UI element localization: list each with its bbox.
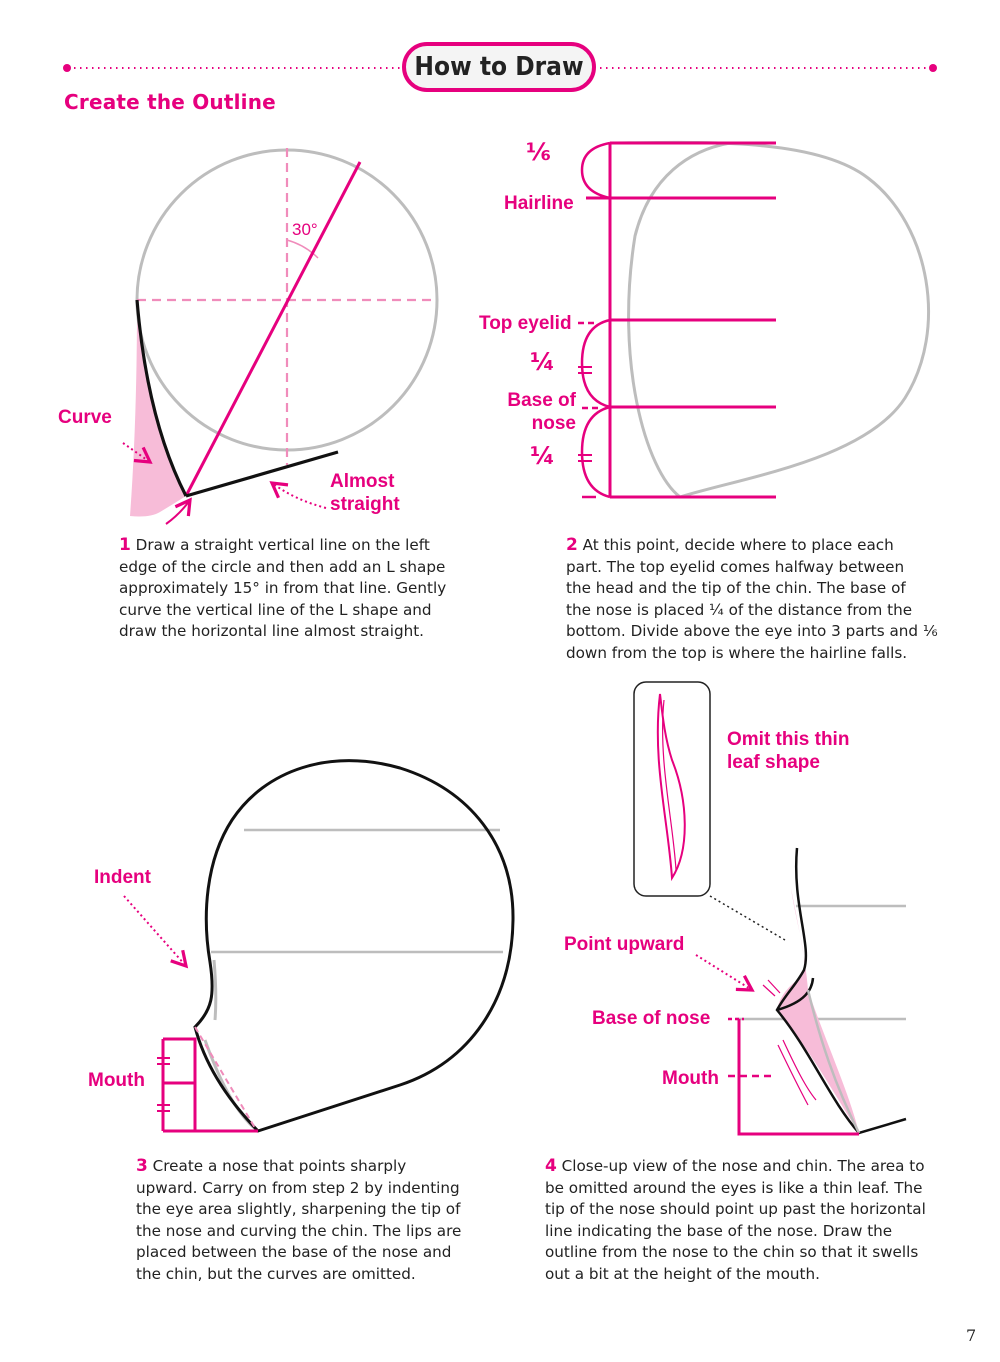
angle-label: 30° [292,220,318,239]
figure-3-head-outline [123,759,515,1133]
base-of-nose-label: Base of nose [507,390,576,434]
figure-4-nose-closeup [633,681,907,1136]
step-4: 4 Close-up view of the nose and chin. Th… [545,1156,926,1286]
quarter-fraction-lower: ¼ [530,442,555,470]
top-eyelid-label: Top eyelid [479,313,572,334]
mouth-label-fig3: Mouth [88,1070,145,1091]
step-3-text: Create a nose that points sharply upward… [136,1157,462,1283]
figure-2-proportions [578,140,930,499]
step-2: 2 At this point, decide where to place e… [566,535,938,665]
indent-label: Indent [94,867,151,888]
step-3-number: 3 [136,1156,148,1176]
sixth-fraction: ⅙ [526,138,551,166]
step-2-number: 2 [566,535,578,555]
point-upward-label: Point upward [564,934,685,955]
page-number: 7 [966,1326,977,1345]
step-4-number: 4 [545,1156,557,1176]
header-rule [63,64,937,72]
base-of-nose-label-fig4: Base of nose [592,1008,711,1029]
figure-1-head-circle [122,148,439,525]
section-heading: Create the Outline [64,90,276,114]
step-2-text: At this point, decide where to place eac… [566,536,938,662]
omit-leaf-label: Omit this thin leaf shape [727,729,850,773]
almost-straight-label: Almost straight [330,471,400,515]
curve-label: Curve [58,407,112,428]
step-4-text: Close-up view of the nose and chin. The … [545,1157,926,1283]
step-1-number: 1 [119,535,131,555]
step-3: 3 Create a nose that points sharply upwa… [136,1156,461,1286]
mouth-label-fig4: Mouth [662,1068,719,1089]
step-1-text: Draw a straight vertical line on the lef… [119,536,447,641]
page-title: How to Draw [402,42,596,92]
hairline-label: Hairline [504,193,574,214]
step-1: 1 Draw a straight vertical line on the l… [119,535,446,643]
quarter-fraction-upper: ¼ [530,348,555,376]
